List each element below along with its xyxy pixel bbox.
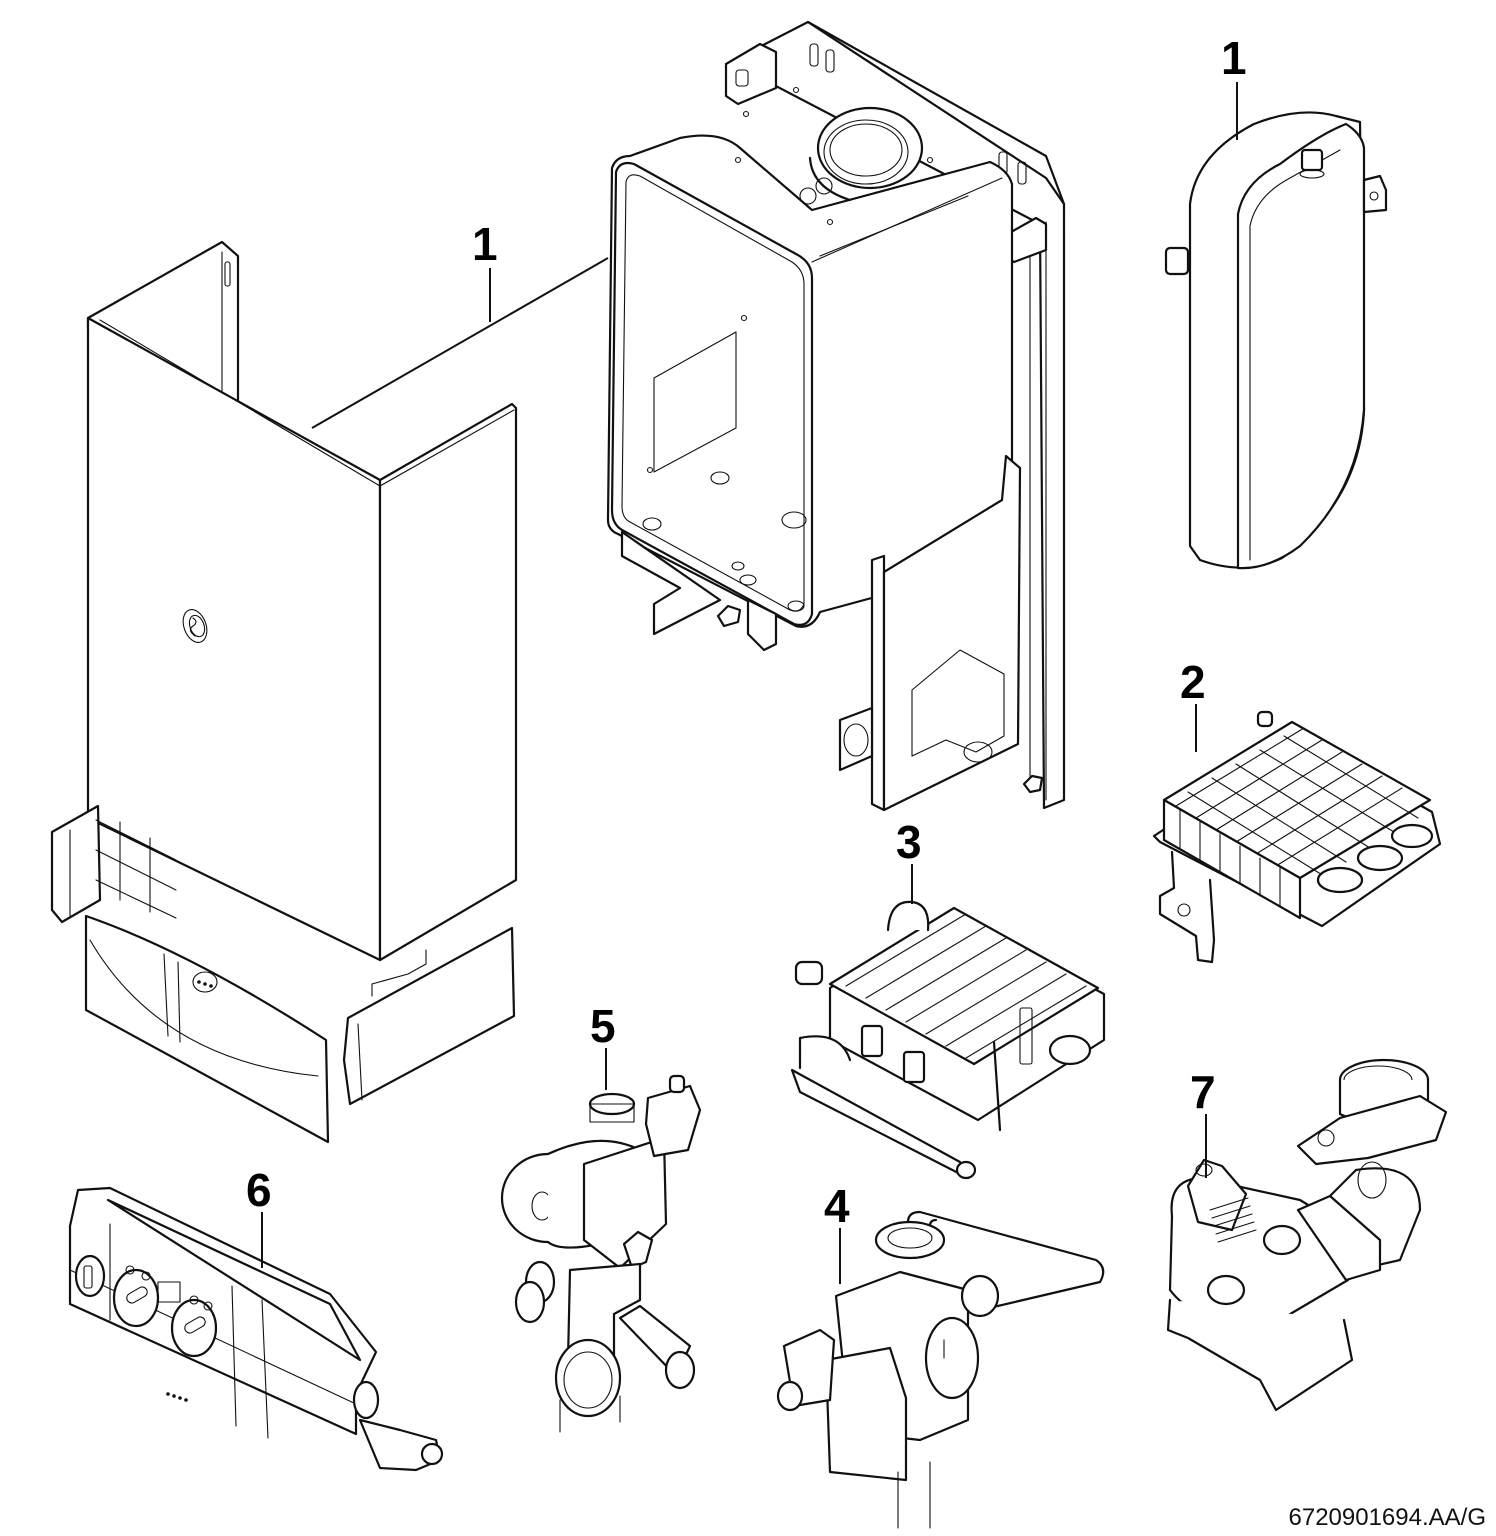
callout-6: 6 (246, 1164, 272, 1216)
fan-assembly (1166, 1058, 1448, 1412)
burner-ribs (845, 913, 1087, 1059)
heat-exchanger-fins (1175, 727, 1419, 877)
callout-5: 5 (590, 1000, 616, 1052)
outer-casing (86, 240, 609, 962)
gas-valve (776, 1210, 1105, 1529)
callout-1-casing: 1 (472, 218, 498, 270)
control-panel (68, 1186, 444, 1472)
callout-2: 2 (1180, 656, 1206, 708)
callout-7: 7 (1190, 1066, 1216, 1118)
callout-4: 4 (824, 1180, 850, 1232)
fan-motor-coil (1209, 1197, 1257, 1243)
bezel-side-bracket (50, 804, 177, 924)
document-id: 6720901694.AA/G (1288, 1504, 1487, 1531)
callout-1-expansion-vessel: 1 (1221, 32, 1247, 84)
lower-front-bezel (84, 914, 330, 1144)
burner-assembly (790, 864, 1106, 1180)
lower-side-bezel (342, 926, 516, 1106)
expansion-vessel (1164, 82, 1388, 570)
pump-assembly (500, 1048, 702, 1433)
heat-exchanger (1152, 704, 1442, 964)
back-frame-chassis (606, 20, 1066, 812)
callout-3: 3 (896, 816, 922, 868)
